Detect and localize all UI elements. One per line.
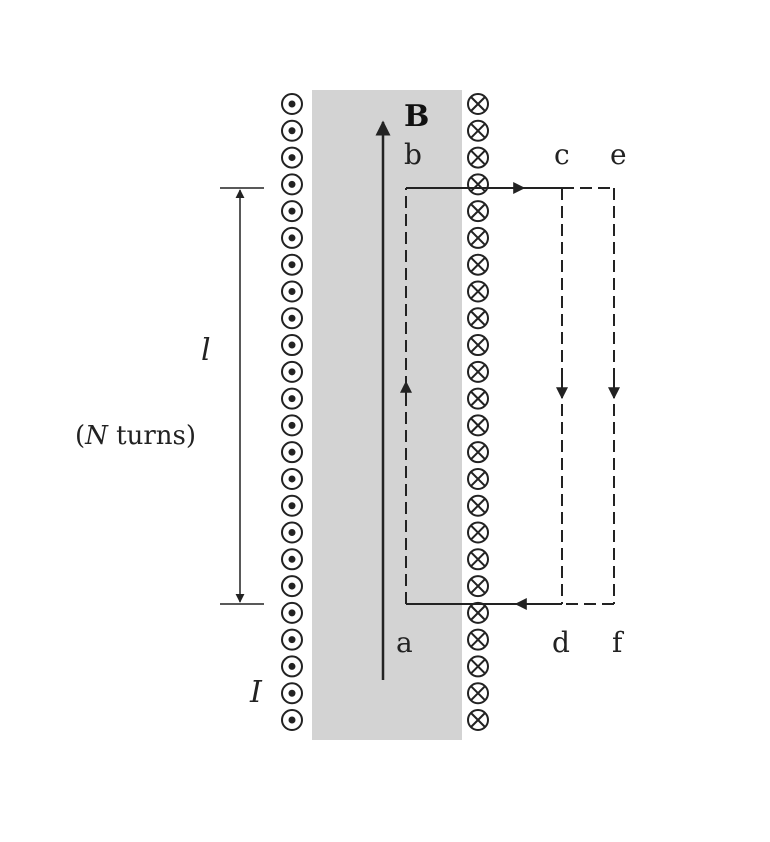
cross-in-circle-icon — [467, 628, 489, 651]
turns-label-word: turns) — [108, 421, 196, 451]
cross-in-circle-icon — [467, 709, 489, 731]
dot-in-circle-icon — [281, 655, 303, 678]
dot-in-circle-icon — [281, 334, 303, 357]
cross-in-circle-icon — [467, 387, 489, 410]
dot-in-circle-icon — [281, 200, 303, 223]
cross-in-circle-icon — [467, 521, 489, 544]
dot-in-circle-icon — [281, 226, 303, 249]
point-label-b: b — [404, 138, 422, 171]
point-label-d: d — [552, 626, 570, 659]
turns-label-open: ( — [75, 421, 85, 451]
cross-in-circle-icon — [467, 467, 489, 490]
dot-in-circle-icon — [281, 709, 303, 731]
dot-in-circle-icon — [281, 682, 303, 705]
dot-in-circle-icon — [281, 601, 303, 624]
dot-in-circle-icon — [281, 360, 303, 383]
point-label-c: c — [554, 138, 570, 171]
dot-in-circle-icon — [281, 441, 303, 464]
dot-in-circle-icon — [281, 575, 303, 598]
dot-in-circle-icon — [281, 467, 303, 490]
dot-in-circle-icon — [281, 548, 303, 571]
cross-in-circle-icon — [467, 253, 489, 276]
dot-in-circle-icon — [281, 173, 303, 196]
dot-in-circle-icon — [281, 414, 303, 437]
dot-in-circle-icon — [281, 119, 303, 142]
cross-in-circle-icon — [467, 548, 489, 571]
dot-in-circle-icon — [281, 307, 303, 330]
length-label: l — [201, 333, 211, 368]
cross-in-circle-icon — [467, 173, 489, 196]
cross-in-circle-icon — [467, 307, 489, 330]
cross-in-circle-icon — [467, 655, 489, 678]
cross-in-circle-icon — [467, 494, 489, 517]
cross-in-circle-icon — [467, 280, 489, 303]
cross-in-circle-icon — [467, 682, 489, 705]
cross-in-circle-icon — [467, 601, 489, 624]
coil-left-column — [281, 93, 303, 731]
dot-in-circle-icon — [281, 628, 303, 651]
dot-in-circle-icon — [281, 521, 303, 544]
solenoid-core — [312, 90, 462, 740]
dot-in-circle-icon — [281, 146, 303, 169]
dot-in-circle-icon — [281, 387, 303, 410]
point-label-a: a — [396, 626, 413, 659]
field-label: B — [404, 99, 429, 134]
current-label: I — [249, 675, 263, 710]
cross-in-circle-icon — [467, 146, 489, 169]
turns-label: (N turns) — [75, 421, 196, 451]
cross-in-circle-icon — [467, 414, 489, 437]
turns-label-n: N — [84, 421, 109, 451]
cross-in-circle-icon — [467, 360, 489, 383]
cross-in-circle-icon — [467, 441, 489, 464]
dot-in-circle-icon — [281, 494, 303, 517]
point-label-e: e — [610, 138, 627, 171]
dot-in-circle-icon — [281, 93, 303, 115]
dot-in-circle-icon — [281, 253, 303, 276]
cross-in-circle-icon — [467, 200, 489, 223]
point-label-f: f — [612, 626, 625, 659]
cross-in-circle-icon — [467, 119, 489, 142]
cross-in-circle-icon — [467, 226, 489, 249]
dot-in-circle-icon — [281, 280, 303, 303]
cross-in-circle-icon — [467, 575, 489, 598]
coil-right-column — [467, 93, 489, 731]
cross-in-circle-icon — [467, 93, 489, 115]
cross-in-circle-icon — [467, 334, 489, 357]
